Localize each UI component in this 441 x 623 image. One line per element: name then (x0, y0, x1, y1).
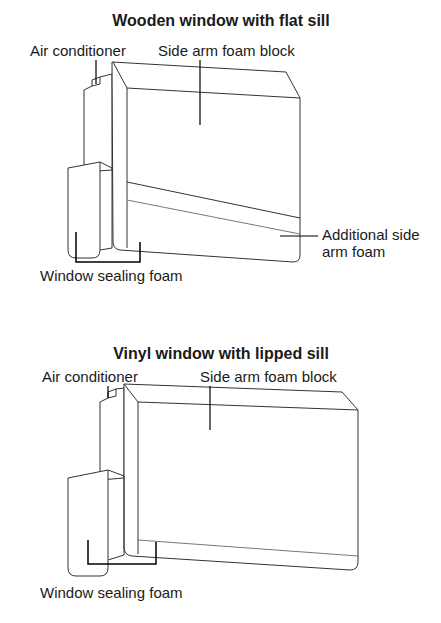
section-title: Vinyl window with lipped sill (113, 345, 329, 362)
part-label: Side arm foam block (158, 42, 295, 59)
side-arm-foam-block (124, 384, 358, 570)
part-label: Air conditioner (42, 368, 138, 385)
vinyl-window-unit (68, 384, 358, 576)
section-title: Wooden window with flat sill (112, 12, 329, 29)
window-sealing-foam (68, 162, 100, 258)
additional-foam-line (127, 182, 300, 218)
air-conditioner (84, 74, 112, 172)
side-arm-foam-block (112, 62, 300, 262)
part-label: Air conditioner (30, 42, 126, 59)
part-label: Additional side arm foam (322, 226, 434, 260)
part-label: Window sealing foam (40, 584, 183, 601)
wooden-window-unit (68, 60, 318, 262)
part-label: Window sealing foam (40, 267, 183, 284)
part-label: Side arm foam block (200, 368, 337, 385)
air-conditioner (100, 388, 124, 480)
